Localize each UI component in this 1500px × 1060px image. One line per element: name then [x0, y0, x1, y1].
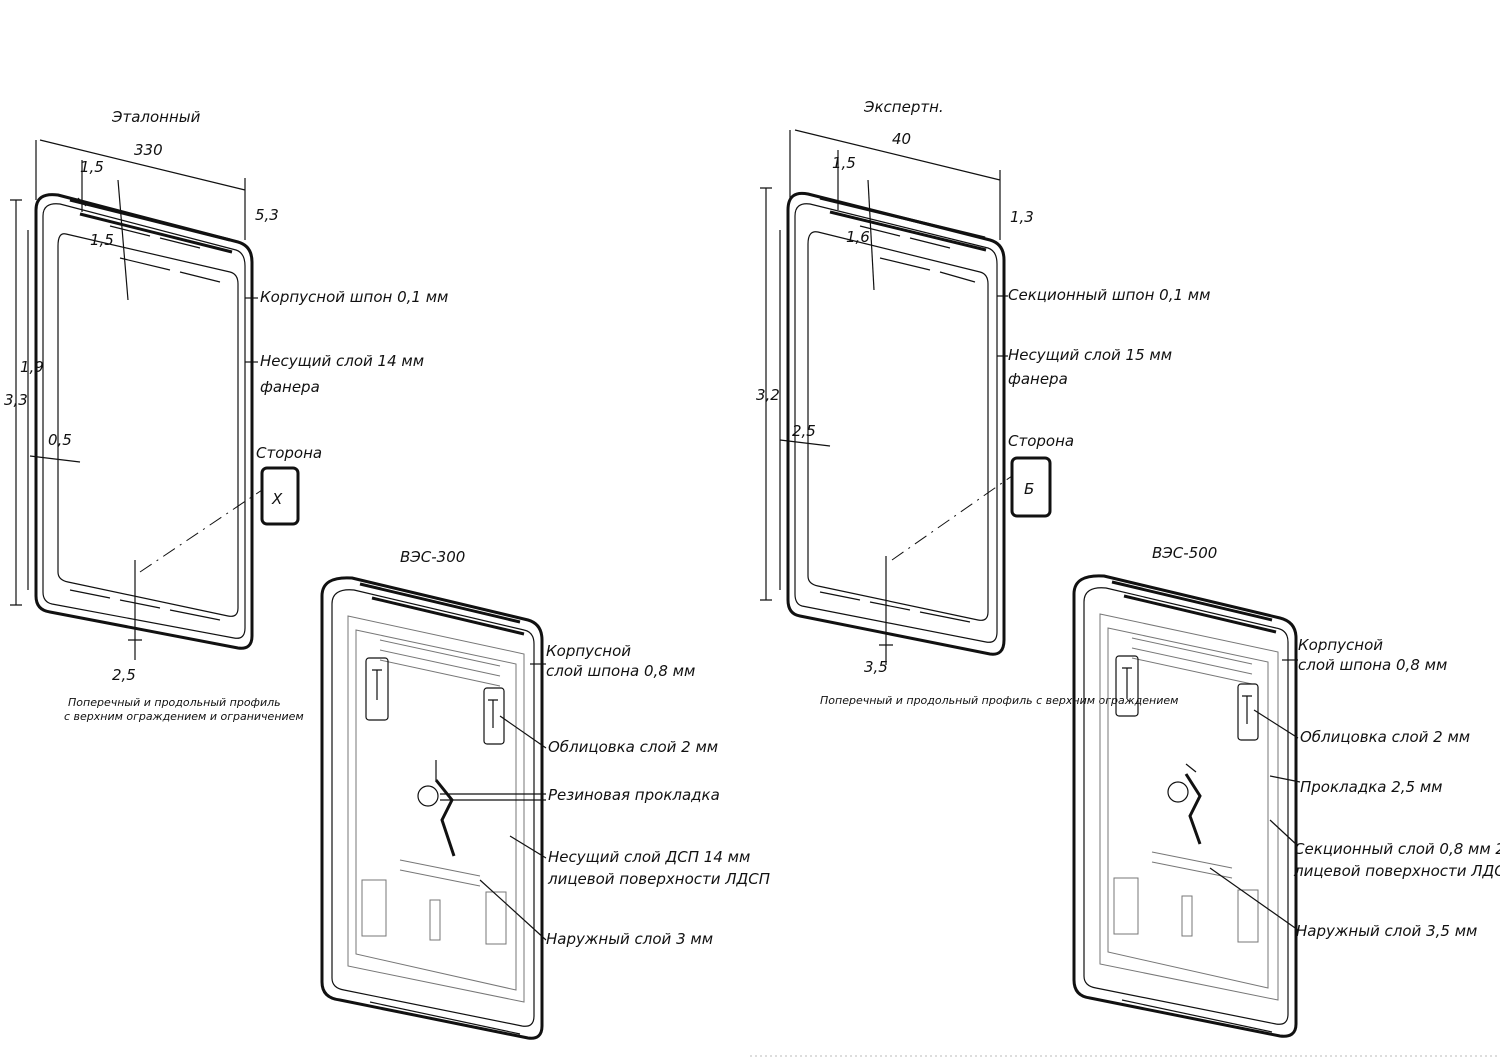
top-left-note-3: Сторона: [256, 444, 322, 462]
bottom-left-panel-inner-1: [331, 589, 535, 1027]
bottom-left-note-2: Облицовка слой 2 мм: [548, 738, 718, 756]
bottom-right-hatch-bands: [1111, 580, 1277, 1033]
top-left-badge-frame: [260, 466, 300, 526]
top-left-panel-inner-2: [57, 233, 239, 617]
top-right-badge: Б: [1024, 480, 1034, 498]
top-left-hatch-bands: [69, 198, 233, 621]
top-right-dim-bottom: 3,5: [864, 658, 888, 676]
bottom-right-panel-inner-2: [1107, 627, 1269, 989]
top-right-dim-height: 3,2: [756, 386, 780, 404]
bottom-right-note-2: Облицовка слой 2 мм: [1300, 728, 1470, 746]
top-left-badge: Х: [271, 490, 283, 508]
top-right-title-line2: 40: [892, 130, 911, 148]
bottom-right-fixtures: [1113, 655, 1259, 943]
top-right-hatch-bands: [819, 196, 987, 623]
bottom-right-note-1b: слой шпона 0,8 мм: [1298, 656, 1447, 674]
top-right-panel-outer: [786, 191, 1006, 656]
bottom-right-panel-outer: [1072, 574, 1298, 1038]
top-left-dim-body: 0,5: [48, 431, 72, 449]
bottom-right-panel-inner-1: [1083, 587, 1289, 1025]
top-right-note-1: Секционный шпон 0,1 мм: [1008, 286, 1210, 304]
bottom-left-note-1b: слой шпона 0,8 мм: [546, 662, 695, 680]
top-right-panel-inner-1: [794, 203, 998, 643]
bottom-right-title: ВЭС-500: [1152, 544, 1217, 562]
top-right-note-3: Сторона: [1008, 432, 1074, 450]
top-left-dim-side: 1,5: [80, 158, 104, 176]
top-left-notes: Корпусной шпон 0,1 мм Несущий слой 14 мм…: [139, 288, 448, 573]
top-left-note-2b: фанера: [260, 378, 320, 396]
bottom-left-note-1a: Корпусной: [546, 642, 631, 660]
top-right-dim-top: 1,3: [1010, 208, 1034, 226]
bottom-left-panel-inner-3: [347, 615, 525, 1003]
top-right-title-line1: Экспертн.: [863, 98, 944, 116]
top-right-dim-width: 2,5: [792, 422, 816, 440]
bottom-right-note-3: Прокладка 2,5 мм: [1300, 778, 1442, 796]
bottom-left-fixtures: [361, 657, 507, 945]
top-right-panel-inner-2: [807, 231, 989, 621]
top-right-dim-left-a: 1,6: [846, 228, 870, 246]
top-left-dimensions: 1,5 5,3 1,5 1,9 3,3 0,5 2,5: [4, 139, 279, 684]
panel-top-left: Эталонный 330 1,5 5,3 1,5 1,9 3,3 0: [4, 108, 448, 723]
bottom-right-note-1a: Корпусной: [1298, 636, 1383, 654]
bottom-right-note-4a: Секционный слой 0,8 мм 2,5 мм: [1294, 840, 1500, 858]
top-right-dimensions: 1,5 1,3 1,6 3,2 2,5 3,5: [756, 129, 1034, 676]
top-left-dim-top: 5,3: [255, 206, 279, 224]
bottom-left-note-3: Резиновая прокладка: [548, 786, 720, 804]
panel-bottom-left: ВЭС-300: [320, 548, 770, 1040]
top-right-note-2b: фанера: [1008, 370, 1068, 388]
top-left-dim-left-a: 1,5: [90, 231, 114, 249]
bottom-right-notes: Корпусной слой шпона 0,8 мм Облицовка сл…: [1293, 636, 1500, 940]
top-left-dim-height: 1,9: [20, 358, 44, 376]
top-right-caption-1: Поперечный и продольный профиль с верхни…: [820, 694, 1178, 707]
top-left-panel-outer: [34, 193, 254, 650]
bottom-left-leaders: [440, 663, 547, 941]
bottom-left-note-5: Наружный слой 3 мм: [546, 930, 713, 948]
bottom-left-panel-inner-2: [355, 629, 517, 991]
top-right-dim-side: 1,5: [832, 154, 856, 172]
top-left-caption-1: Поперечный и продольный профиль: [68, 696, 281, 709]
top-right-note-2: Несущий слой 15 мм: [1008, 346, 1172, 364]
bottom-right-panel-inner-3: [1099, 613, 1279, 1001]
top-left-dim-width: 3,3: [4, 391, 28, 409]
top-left-note-2: Несущий слой 14 мм: [260, 352, 424, 370]
bottom-left-notes: Корпусной слой шпона 0,8 мм Облицовка сл…: [546, 642, 770, 948]
bottom-left-hatch-bands: [359, 582, 525, 1035]
panel-top-right: Экспертн. 40 1,5 1,3 1,6 3,2 2,5 3,5: [756, 98, 1210, 707]
panel-bottom-right: ВЭС-500: [1072, 544, 1500, 1038]
top-right-badge-frame: [1010, 456, 1052, 518]
top-left-title-line2: 330: [134, 141, 163, 159]
top-left-note-1: Корпусной шпон 0,1 мм: [260, 288, 448, 306]
top-left-caption-2: с верхним ограждением и ограничением: [64, 710, 304, 723]
bottom-left-note-4b: лицевой поверхности ЛДСП: [547, 870, 770, 888]
bottom-left-note-4a: Несущий слой ДСП 14 мм: [548, 848, 750, 866]
top-left-title-line1: Эталонный: [111, 108, 201, 126]
top-right-notes: Секционный шпон 0,1 мм Несущий слой 15 м…: [891, 286, 1210, 561]
bottom-left-title: ВЭС-300: [400, 548, 465, 566]
bottom-right-leaders: [1209, 659, 1301, 931]
top-left-dim-bottom: 2,5: [112, 666, 136, 684]
bottom-right-note-5: Наружный слой 3,5 мм: [1296, 922, 1477, 940]
bottom-left-panel-outer: [320, 576, 544, 1040]
bottom-right-note-4b: лицевой поверхности ЛДСП: [1293, 862, 1500, 880]
top-left-panel-inner-1: [42, 203, 246, 639]
